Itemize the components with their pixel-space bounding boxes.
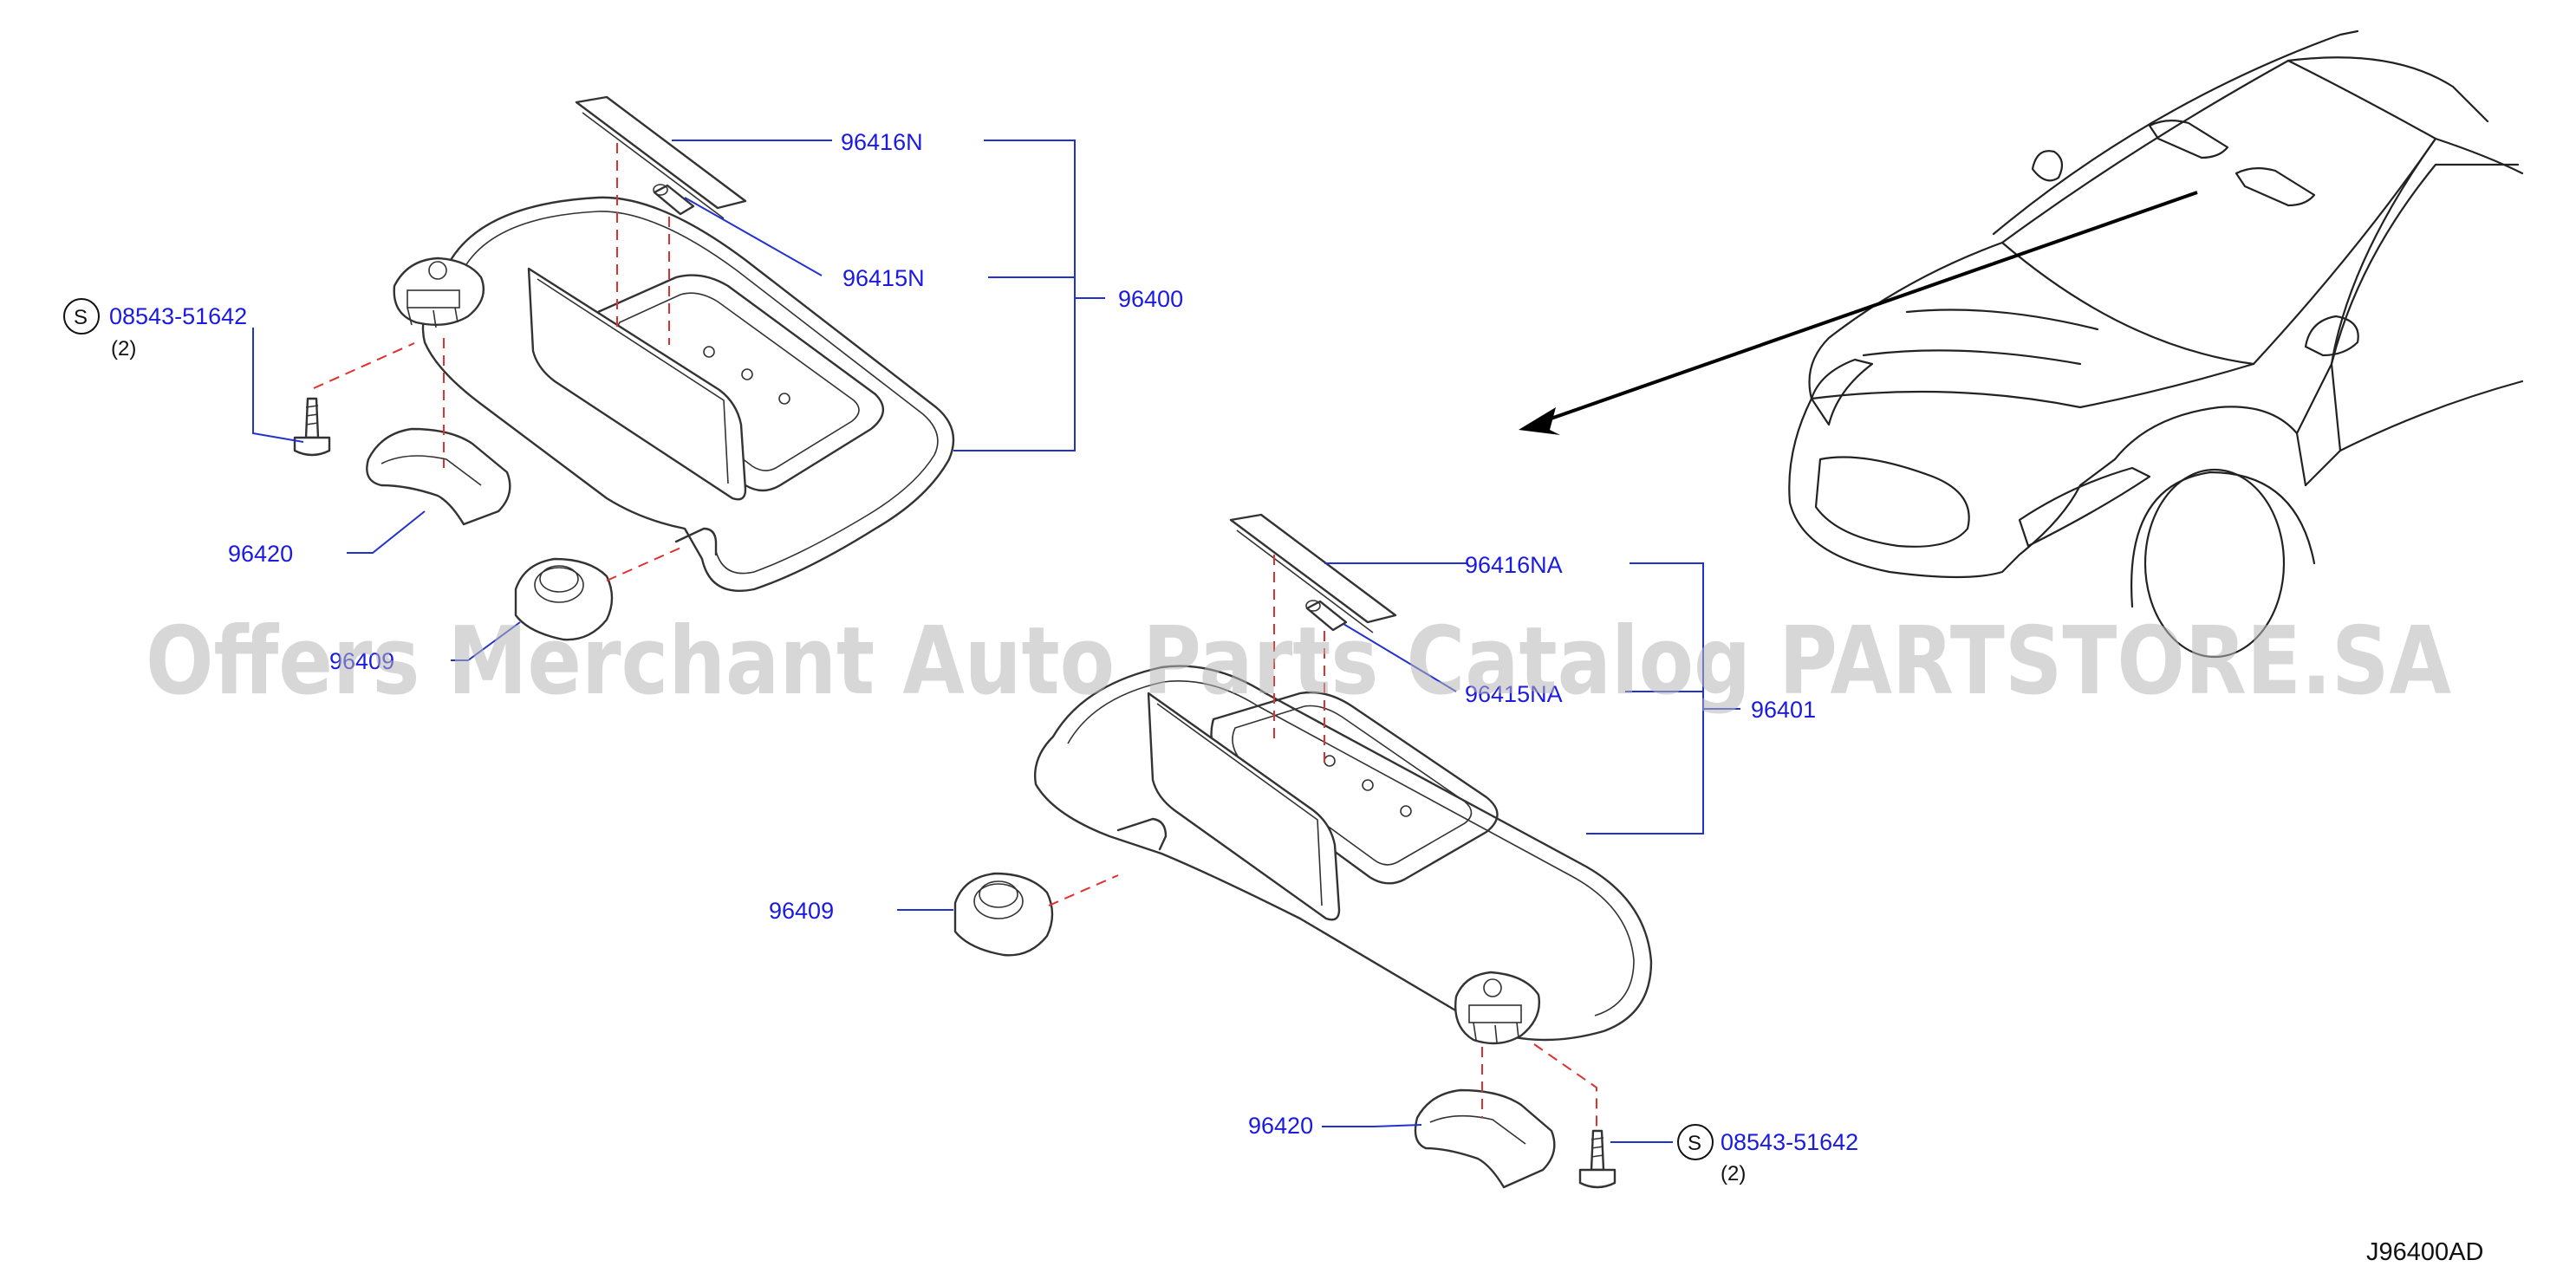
location-arrow-line: [1538, 191, 2198, 425]
lower-label-96409: 96409: [769, 898, 834, 924]
upper-leader-bracket: [953, 140, 1076, 451]
upper-hinge-bracket: [393, 257, 485, 328]
lower-leader-96415NA: [1343, 623, 1457, 692]
upper-96415N-bulb: [653, 184, 695, 216]
lower-96409-clip: [953, 872, 1054, 957]
car-rear-mirror-stalk: [2031, 150, 2064, 182]
upper-96420-cover-inner: [381, 455, 482, 486]
upper-visor-body: [421, 196, 955, 592]
watermark: Offers Merchant Auto Parts Catalog PARTS…: [146, 607, 2451, 716]
upper-visor-arm: [674, 527, 718, 556]
upper-96416N-strip-edge: [582, 112, 725, 219]
lower-96415NA-bulb: [1305, 600, 1348, 632]
lower-lamp-dot-2: [1362, 779, 1374, 791]
lower-leader-96420: [1322, 1124, 1422, 1127]
car-side-mirror: [2304, 315, 2359, 357]
upper-leader-96415N: [684, 197, 823, 276]
car-front-fascia: [1788, 397, 2117, 579]
upper-label-96420: 96420: [228, 541, 293, 567]
upper-label-96415N: 96415N: [842, 265, 925, 291]
upper-leader-screw: [252, 328, 304, 443]
car-hood-line-2: [1862, 349, 2082, 366]
lower-leader-bracket: [1586, 562, 1704, 835]
lower-label-96420: 96420: [1248, 1113, 1313, 1139]
car-hood: [1808, 241, 2255, 409]
upper-visor-inner-edge: [463, 211, 939, 575]
upper-96420-cover: [366, 427, 511, 526]
upper-visor-mirror-cover-edge: [537, 278, 729, 484]
car-fender: [2113, 406, 2307, 487]
lower-96416NA-strip: [1229, 513, 1397, 624]
upper-screw-symbol-circle: [63, 298, 100, 334]
car-roof: [1992, 29, 2489, 236]
upper-label-96400: 96400: [1118, 286, 1183, 312]
upper-label-screw: 08543-51642: [109, 303, 247, 329]
lower-visor-body: [1034, 665, 1653, 1042]
lower-visor-arm: [1116, 817, 1168, 851]
lower-dash-clip: [1048, 874, 1119, 906]
lower-96420-cover-inner: [1429, 1114, 1526, 1145]
lower-96416NA-strip-edge: [1236, 529, 1374, 633]
car-front-wheel: [2143, 468, 2286, 659]
upper-lamp-dot-1: [703, 346, 715, 358]
upper-dash-clip: [606, 545, 686, 581]
upper-visor-assembly: 96416N 96415N 96400 S 08543-51642 (2) 96…: [63, 95, 1183, 674]
upper-leader-96409: [451, 621, 521, 661]
upper-lamp-dot-3: [778, 393, 790, 405]
upper-label-96416N: 96416N: [841, 129, 923, 155]
lower-screw: [1578, 1129, 1617, 1189]
upper-lamp-dot-2: [741, 368, 753, 380]
lower-label-screw: 08543-51642: [1721, 1129, 1858, 1155]
lower-visor-mirror-cover: [1147, 692, 1341, 921]
car-headlight-left: [1810, 358, 1874, 426]
lower-visor-mirror-cover-edge: [1156, 703, 1323, 906]
car-grille: [1814, 456, 1970, 548]
upper-label-96409: 96409: [329, 648, 394, 674]
upper-visor-mirror-cover: [527, 267, 747, 501]
lower-label-screw-qty: (2): [1721, 1162, 1746, 1185]
upper-dash-screw: [313, 342, 415, 389]
car-side-body: [2295, 137, 2524, 487]
car-wheel-arch: [2130, 471, 2316, 608]
lower-lamp-dot-3: [1400, 805, 1412, 817]
lower-visor-assembly: 96416NA 96415NA 96401 96409 96420 S 0854…: [769, 513, 1858, 1189]
lower-96420-cover: [1414, 1088, 1556, 1189]
location-arrow-head: [1519, 407, 1560, 435]
upper-96409-clip: [514, 557, 614, 641]
diagram-code: J96400AD: [2366, 1238, 2483, 1266]
car-hood-line-1: [1905, 309, 2099, 331]
upper-screw-symbol: S: [74, 306, 88, 329]
lower-screw-symbol-circle: [1677, 1124, 1714, 1160]
car-location-view: [1519, 29, 2524, 659]
lower-lamp-dot-1: [1324, 755, 1336, 767]
car-windshield: [2000, 59, 2437, 366]
upper-96416N-strip: [575, 95, 747, 210]
lower-label-96401: 96401: [1751, 697, 1816, 723]
car-headlight-right: [2018, 466, 2151, 548]
car-visor-right: [2234, 167, 2316, 207]
lower-dash-screw: [1533, 1043, 1597, 1127]
lower-screw-symbol: S: [1688, 1132, 1701, 1155]
upper-label-screw-qty: (2): [111, 337, 136, 360]
upper-screw: [293, 397, 331, 457]
car-visor-left: [2148, 120, 2229, 159]
lower-label-96415NA: 96415NA: [1465, 681, 1563, 707]
lower-label-96416NA: 96416NA: [1465, 552, 1563, 578]
lower-hinge-bracket: [1454, 971, 1540, 1045]
car-door: [2330, 163, 2520, 452]
upper-leader-96420: [347, 510, 426, 554]
